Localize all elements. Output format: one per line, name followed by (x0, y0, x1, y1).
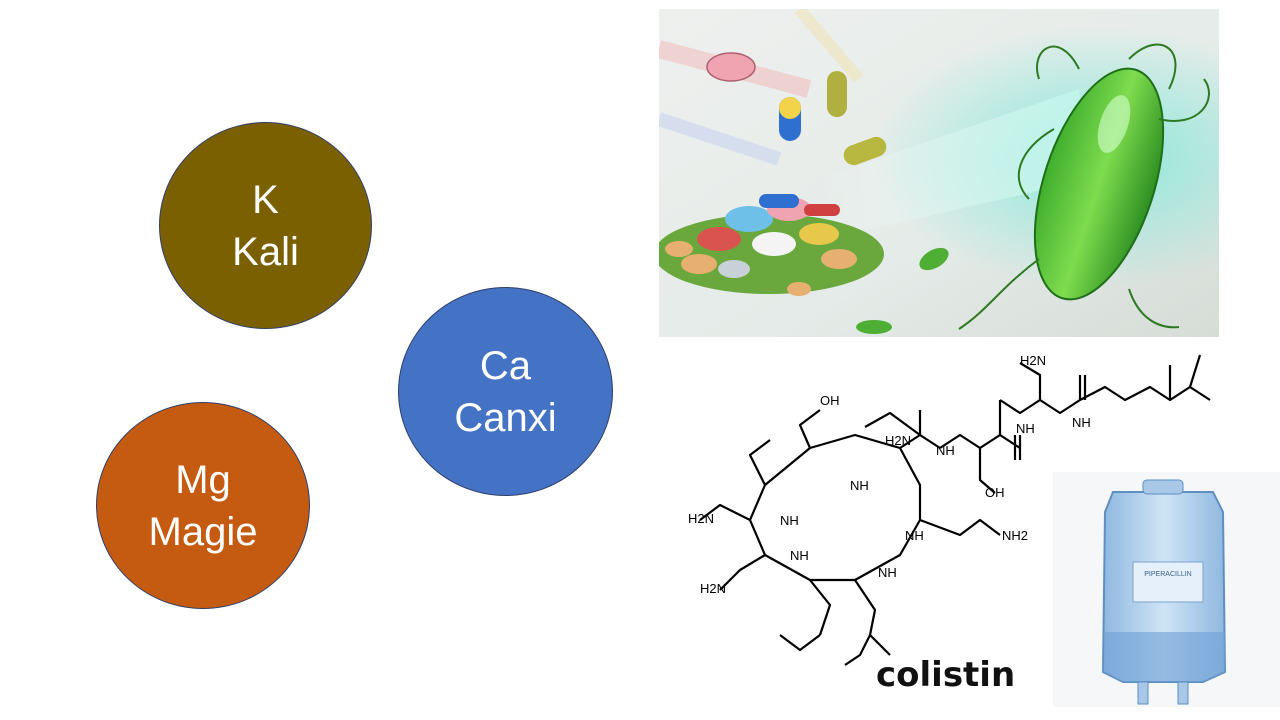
oh-label-1: OH (985, 485, 1005, 500)
magnesium-name: Magie (148, 509, 258, 554)
oh-label-2: OH (820, 393, 840, 408)
magnesium-symbol: Mg (175, 457, 231, 502)
nh-label-1: NH (1072, 415, 1091, 430)
potassium-symbol: K (252, 177, 279, 222)
calcium-name: Canxi (454, 395, 557, 440)
nh-label-2: NH (1016, 421, 1035, 436)
iv-bag-label: PIPERACILLIN (1144, 571, 1191, 578)
nh-label-6: NH (790, 548, 809, 563)
h2n-label-3: H2N (688, 511, 714, 526)
iv-bag-image: PIPERACILLIN (1053, 472, 1280, 707)
colistin-label: colistin (876, 655, 1016, 695)
potassium-circle: K Kali (159, 122, 372, 329)
nh-label-7: NH (905, 528, 924, 543)
potassium-name: Kali (232, 229, 299, 274)
calcium-circle: Ca Canxi (398, 287, 613, 496)
h2n-label-2: H2N (885, 433, 911, 448)
nh2-label-1: H2N (1020, 353, 1046, 368)
bacteria-antibiotic-illustration (659, 9, 1219, 337)
magnesium-circle: Mg Magie (96, 402, 310, 609)
nh2-label-5: NH2 (1002, 528, 1028, 543)
nh-label-5: NH (780, 513, 799, 528)
colistin-structure: H2N NH NH OH NH H2N OH NH NH H2N NH H2N … (688, 353, 1211, 666)
nh-label-8: NH (878, 565, 897, 580)
nh-label-4: NH (850, 478, 869, 493)
h2n-label-4: H2N (700, 581, 726, 596)
nh-label-3: NH (936, 443, 955, 458)
calcium-symbol: Ca (479, 343, 532, 388)
